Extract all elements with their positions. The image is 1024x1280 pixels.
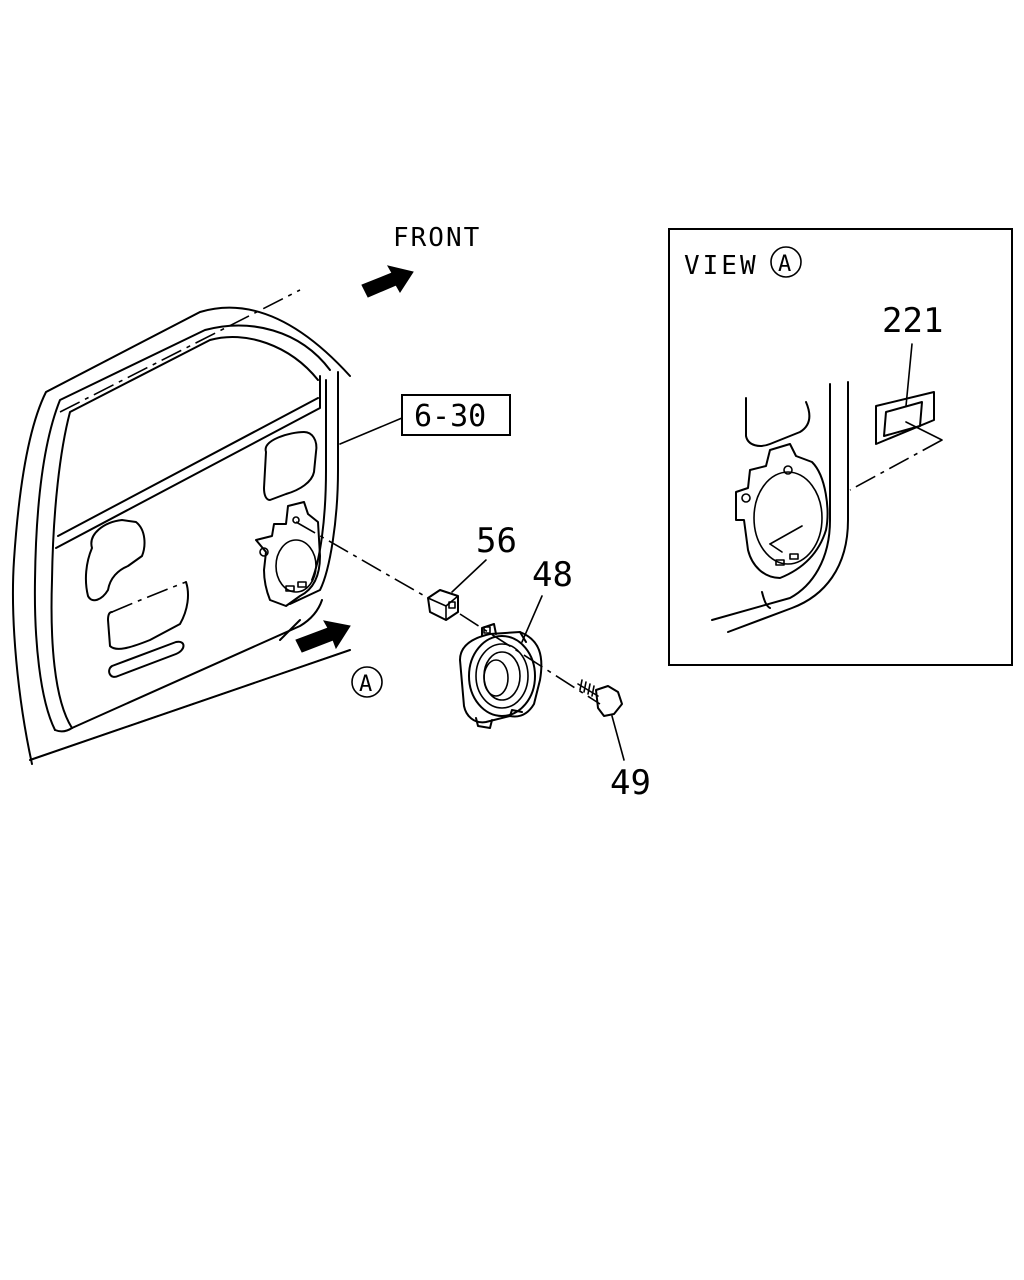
inset-marker: A [770, 246, 802, 278]
svg-text:A: A [359, 672, 372, 697]
inset-title: VIEW [684, 251, 759, 281]
view-a-marker: A [351, 666, 383, 698]
part-48-label: 48 [532, 555, 573, 595]
part-49-label: 49 [610, 763, 651, 803]
part-56-clip-nut[interactable]: 56 [427, 521, 517, 621]
door-panel [11, 289, 351, 765]
part-49-screw[interactable]: 49 [577, 679, 651, 803]
inset-view-a: VIEW A 221 [668, 228, 1013, 666]
part-221-label[interactable]: 221 [882, 301, 943, 341]
part-48-speaker[interactable]: 48 [459, 555, 573, 729]
ref-box-6-30[interactable]: 6-30 [339, 394, 511, 445]
view-a-arrow-icon [295, 620, 351, 653]
part-56-label: 56 [476, 521, 517, 561]
ref-box-label: 6-30 [414, 399, 486, 434]
part-221-label-sticker[interactable] [849, 391, 943, 491]
front-arrow-icon [361, 265, 414, 298]
svg-text:A: A [778, 252, 791, 277]
front-label: FRONT [393, 223, 481, 253]
